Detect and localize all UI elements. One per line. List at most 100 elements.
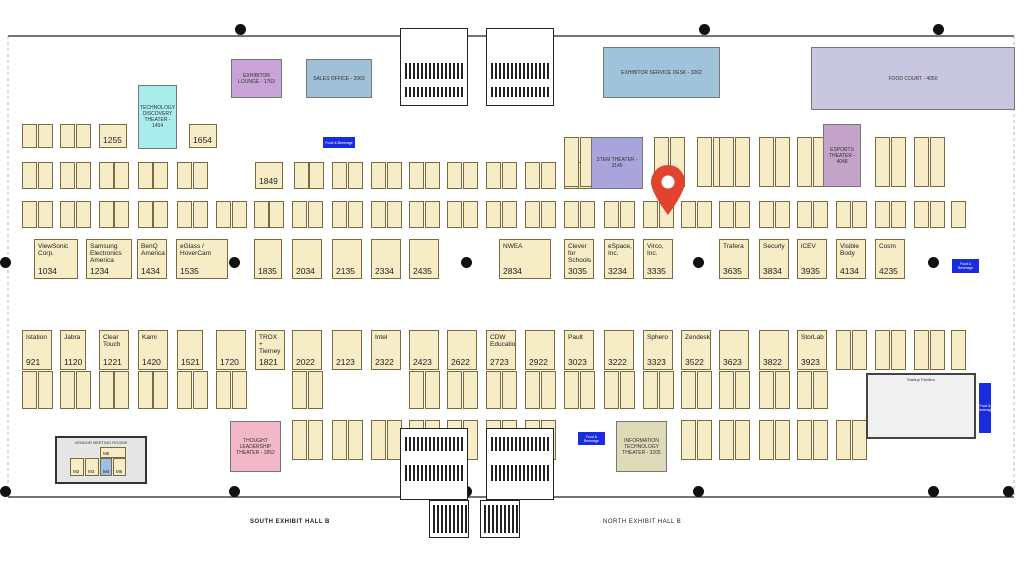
booth[interactable] bbox=[38, 201, 53, 228]
booth[interactable] bbox=[22, 371, 37, 409]
stem-theater[interactable]: STEM THEATER - 3145 bbox=[591, 137, 643, 189]
booth[interactable]: 2334 bbox=[371, 239, 401, 279]
booth[interactable] bbox=[308, 201, 323, 228]
booth[interactable] bbox=[914, 330, 929, 370]
booth[interactable]: 3623 bbox=[719, 330, 749, 370]
booth[interactable]: ViewSonic Corp.1034 bbox=[34, 239, 78, 279]
booth[interactable] bbox=[775, 201, 790, 228]
booth[interactable] bbox=[775, 371, 790, 409]
booth[interactable] bbox=[836, 420, 851, 460]
booth[interactable] bbox=[463, 201, 478, 228]
booth[interactable]: 1720 bbox=[216, 330, 246, 370]
booth[interactable] bbox=[76, 124, 91, 148]
booth[interactable] bbox=[797, 371, 812, 409]
booth[interactable] bbox=[22, 124, 37, 148]
booth[interactable]: 3222 bbox=[604, 330, 634, 370]
booth[interactable] bbox=[177, 371, 192, 409]
booth[interactable] bbox=[852, 330, 867, 370]
booth[interactable] bbox=[930, 330, 945, 370]
exhibitor-lounge[interactable]: EXHIBITOR LOUNGE - 1763 bbox=[231, 59, 282, 98]
booth[interactable] bbox=[177, 201, 192, 228]
booth[interactable] bbox=[348, 201, 363, 228]
booth[interactable] bbox=[813, 371, 828, 409]
booth[interactable] bbox=[486, 162, 501, 189]
booth[interactable] bbox=[269, 201, 284, 228]
booth[interactable] bbox=[564, 137, 579, 187]
booth[interactable] bbox=[681, 420, 696, 460]
food-beverage-marker[interactable]: Food & Beverage bbox=[952, 259, 979, 273]
booth[interactable] bbox=[447, 201, 462, 228]
booth[interactable] bbox=[719, 420, 734, 460]
booth[interactable] bbox=[735, 371, 750, 409]
booth[interactable] bbox=[735, 137, 750, 187]
booth[interactable] bbox=[409, 162, 424, 189]
food-beverage-marker[interactable]: Food & Beverage bbox=[978, 383, 993, 433]
booth[interactable]: 2123 bbox=[332, 330, 362, 370]
booth[interactable] bbox=[502, 371, 517, 409]
booth[interactable] bbox=[759, 420, 774, 460]
booth[interactable] bbox=[332, 201, 347, 228]
booth[interactable] bbox=[294, 162, 309, 189]
startup-pavilion[interactable]: Startup Pavilion bbox=[866, 373, 976, 439]
booth[interactable] bbox=[60, 162, 75, 189]
booth[interactable] bbox=[697, 201, 712, 228]
booth[interactable] bbox=[735, 420, 750, 460]
booth[interactable] bbox=[38, 124, 53, 148]
booth[interactable] bbox=[99, 201, 114, 228]
booth[interactable] bbox=[308, 420, 323, 460]
booth[interactable] bbox=[697, 420, 712, 460]
booth[interactable] bbox=[177, 162, 192, 189]
booth[interactable] bbox=[604, 201, 619, 228]
booth[interactable] bbox=[719, 371, 734, 409]
booth[interactable]: 1654 bbox=[189, 124, 217, 148]
booth[interactable] bbox=[891, 201, 906, 228]
booth[interactable] bbox=[759, 137, 774, 187]
booth[interactable] bbox=[425, 162, 440, 189]
booth[interactable] bbox=[541, 201, 556, 228]
booth[interactable] bbox=[114, 201, 129, 228]
booth[interactable] bbox=[930, 137, 945, 187]
booth[interactable] bbox=[580, 371, 595, 409]
booth[interactable] bbox=[308, 371, 323, 409]
meeting-room-m4[interactable]: M4 bbox=[100, 458, 112, 476]
meeting-room-m2[interactable]: M2 bbox=[70, 458, 84, 476]
booth[interactable] bbox=[232, 201, 247, 228]
information-technology-theater[interactable]: INFORMATION TECHNOLOGY THEATER - 3205 bbox=[616, 421, 667, 472]
booth[interactable] bbox=[99, 371, 114, 409]
booth[interactable]: 2423 bbox=[409, 330, 439, 370]
booth[interactable] bbox=[875, 137, 890, 187]
booth[interactable] bbox=[681, 371, 696, 409]
booth[interactable] bbox=[502, 201, 517, 228]
booth[interactable]: eSpace, Inc.3234 bbox=[604, 239, 634, 279]
booth[interactable] bbox=[643, 201, 658, 228]
booth[interactable] bbox=[951, 201, 966, 228]
booth[interactable] bbox=[525, 162, 540, 189]
booth[interactable] bbox=[486, 201, 501, 228]
booth[interactable] bbox=[659, 371, 674, 409]
booth[interactable] bbox=[875, 201, 890, 228]
booth[interactable] bbox=[914, 201, 929, 228]
booth[interactable] bbox=[875, 330, 890, 370]
booth[interactable] bbox=[193, 371, 208, 409]
booth[interactable] bbox=[541, 371, 556, 409]
booth[interactable] bbox=[463, 162, 478, 189]
booth[interactable] bbox=[797, 420, 812, 460]
booth[interactable] bbox=[76, 201, 91, 228]
food-beverage-marker[interactable]: Food & Beverage bbox=[323, 137, 355, 148]
booth[interactable] bbox=[387, 201, 402, 228]
booth[interactable] bbox=[891, 330, 906, 370]
booth[interactable] bbox=[502, 162, 517, 189]
meeting-room-m3[interactable]: M3 bbox=[85, 458, 99, 476]
booth[interactable] bbox=[38, 162, 53, 189]
booth[interactable] bbox=[447, 162, 462, 189]
